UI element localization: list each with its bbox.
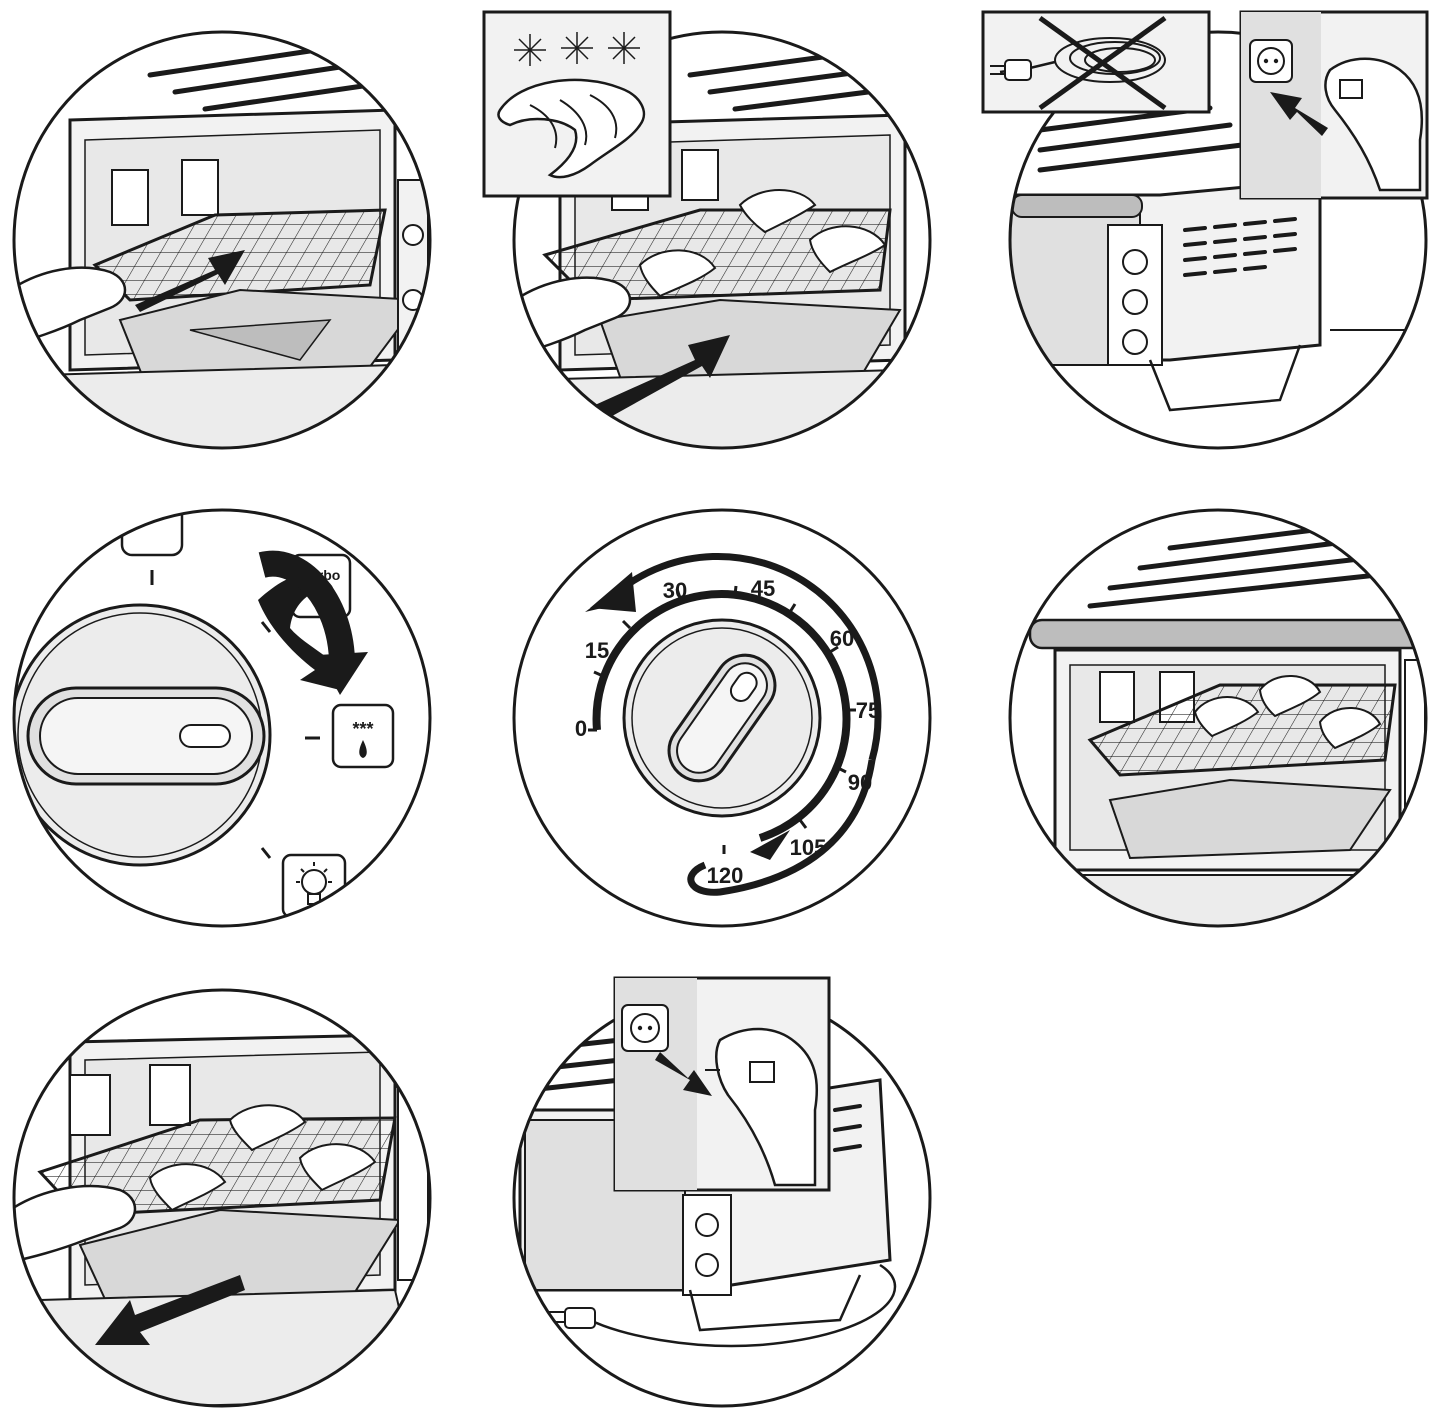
panel-cooking (1008, 508, 1428, 928)
timer-mark-0: 0 (575, 716, 587, 741)
timer-mark-45: 45 (751, 576, 775, 601)
panel-insert-food (482, 10, 932, 450)
timer-mark-75: 75 (856, 698, 880, 723)
croissants (638, 189, 887, 298)
timer-mark-105: 105 (790, 835, 827, 860)
svg-text:***: *** (352, 719, 373, 739)
power-cord (589, 1263, 897, 1348)
timer-scale-arc (592, 590, 851, 842)
snowflakes-droplet-icon: *** (331, 703, 395, 769)
lamp-icon (281, 853, 347, 919)
panel-plug-in (981, 10, 1429, 450)
panel-remove-food (12, 988, 432, 1408)
side-vents (1183, 217, 1297, 277)
timer-outer-arrow (617, 552, 882, 761)
unplug-from-socket-icon (613, 976, 831, 1192)
oven-top-vents (147, 45, 393, 112)
crossed-cord-icon (981, 10, 1211, 114)
panel-unplug (512, 976, 932, 1408)
timer-mark-60: 60 (830, 626, 854, 651)
plug-into-socket-icon (1239, 10, 1429, 200)
timer-mark-15: 15 (585, 638, 609, 663)
panel-timer-dial: 0 15 30 45 60 75 90 105 120 (512, 508, 932, 928)
croissants-sparkle-icon (482, 10, 672, 198)
panel-mode-dial: Turbo *** (12, 508, 432, 928)
timer-mark-90: 90 (848, 770, 872, 795)
timer-mark-120: 120 (707, 863, 744, 888)
timer-mark-30: 30 (663, 578, 687, 603)
push-arrow (595, 335, 730, 420)
push-arrow (135, 250, 245, 312)
pull-arrow (95, 1275, 245, 1345)
timer-ticks (588, 585, 856, 854)
panel-insert-rack (12, 30, 432, 450)
hand (14, 266, 127, 347)
